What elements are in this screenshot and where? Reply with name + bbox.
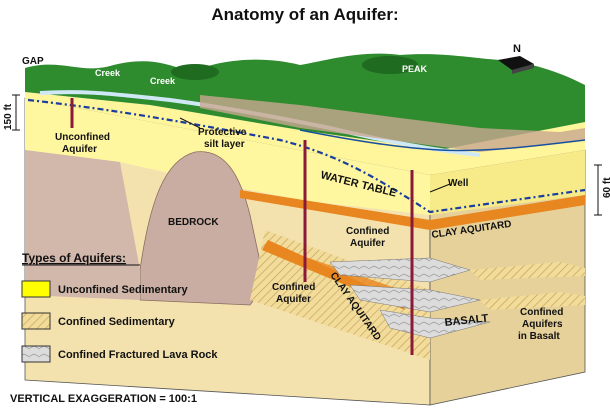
legend-swatch-unconfined [21, 280, 51, 298]
stream [299, 129, 586, 152]
label-confined-low-1: Confined [272, 282, 315, 293]
scale-left: 150 ft [3, 94, 20, 131]
silt-layer [200, 95, 585, 152]
compass-icon: N [498, 43, 534, 74]
scale-right: 60 ft [594, 164, 610, 216]
label-bedrock: BEDROCK [168, 217, 219, 228]
label-unconfined-1: Unconfined [55, 132, 110, 143]
compass-letter: N [513, 43, 521, 55]
label-basalt-aquifer-1: Confined [520, 307, 563, 318]
label-silt-2: silt layer [204, 139, 245, 150]
legend-label-fractured: Confined Fractured Lava Rock [58, 349, 218, 361]
unconfined-aquifer-side [430, 150, 585, 215]
label-unconfined-2: Aquifer [62, 144, 97, 155]
scale-right-label: 60 ft [602, 177, 610, 198]
label-confined-low-2: Aquifer [276, 294, 311, 305]
label-basalt-aquifer-2: Aquifers [522, 319, 563, 330]
basalt-layers [329, 257, 585, 339]
legend-swatch-fractured [21, 345, 51, 363]
label-confined-mid-2: Aquifer [350, 238, 385, 249]
hill [171, 64, 219, 80]
silt-arrow [179, 117, 201, 129]
label-silt-1: Protective [198, 127, 247, 138]
label-gap: GAP [22, 56, 44, 67]
label-creek-1: Creek [95, 68, 121, 78]
legend-label-confined: Confined Sedimentary [58, 316, 176, 328]
peak-hill [362, 56, 418, 74]
bedrock-left [25, 150, 140, 300]
unconfined-aquifer-front [25, 98, 430, 215]
label-basalt-aquifer-3: in Basalt [518, 331, 560, 342]
scale-left-label: 150 ft [3, 103, 14, 130]
diagram-title: Anatomy of an Aquifer: [211, 5, 398, 24]
label-confined-mid-1: Confined [346, 226, 389, 237]
legend-swatch-confined [21, 312, 51, 330]
legend-label-unconfined: Unconfined Sedimentary [58, 284, 188, 296]
bedrock [139, 151, 266, 306]
label-creek-2: Creek [150, 76, 176, 86]
label-well: Well [448, 178, 469, 189]
footer-exaggeration: VERTICAL EXAGGERATION = 100:1 [10, 393, 197, 405]
legend-heading: Types of Aquifers: [22, 251, 126, 265]
unconfined-aquifer-zone [25, 92, 585, 175]
legend: Types of Aquifers: Unconfined Sedimentar… [21, 251, 218, 363]
well-pointer [429, 183, 451, 193]
water-table-line [27, 98, 586, 214]
label-basalt: BASALT [444, 312, 489, 329]
label-peak: PEAK [402, 64, 428, 74]
